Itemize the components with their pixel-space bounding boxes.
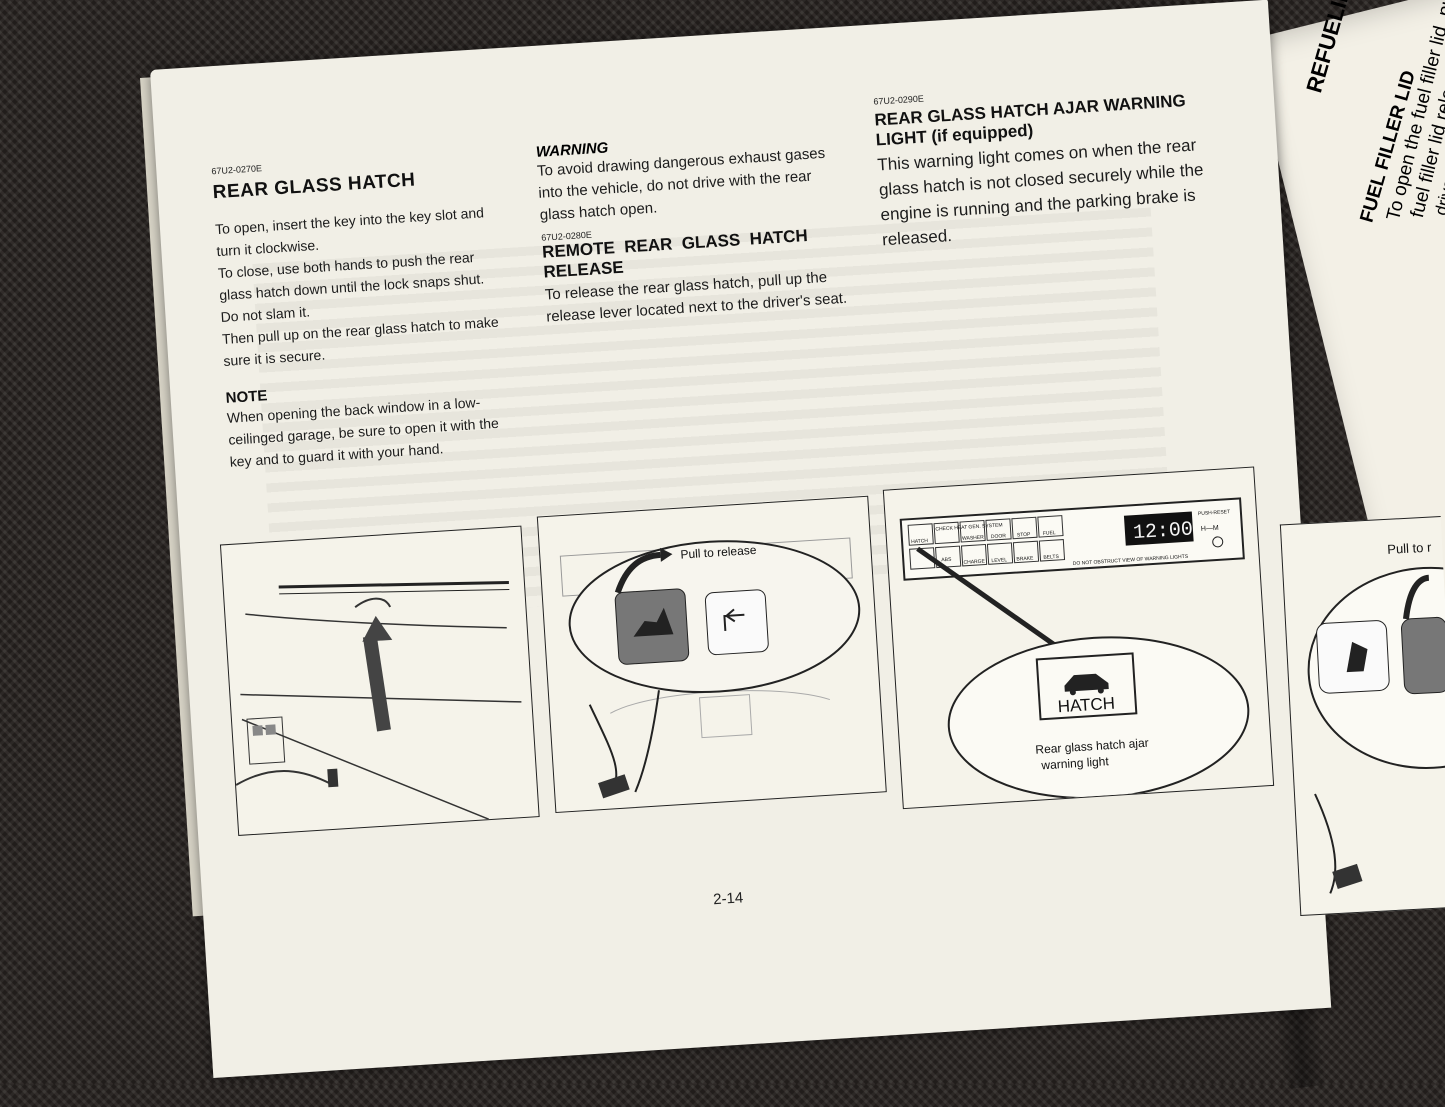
middle-column: WARNING To avoid drawing dangerous exhau… (535, 124, 866, 329)
left-column: 67U2-0270E REAR GLASS HATCH To open, ins… (211, 148, 530, 473)
body-text: To open, insert the key into the key slo… (214, 199, 523, 372)
release-lever-illustration: Pull to release (559, 537, 861, 799)
body-text: This warning light comes on when the rea… (877, 129, 1253, 252)
push-reset-label: PUSH-RESET (1198, 509, 1231, 517)
panel-label: BELTS (1043, 554, 1059, 561)
hatch-warning-label: HATCH (1057, 694, 1115, 717)
fuel-lid-illustration (1307, 566, 1445, 894)
panel-label: ABS (941, 557, 952, 564)
panel-label: WASHER (962, 535, 984, 542)
panel-label: BRAKE (1016, 555, 1034, 562)
panel-label: CHECK HEAT GEN. SYSTEM (935, 522, 1003, 532)
next-page-section: REFUELING (1301, 0, 1361, 96)
release-callout: Pull to release (680, 543, 757, 562)
manual-page: 67U2-0270E REAR GLASS HATCH To open, ins… (150, 0, 1332, 1079)
warning-panel-illustration: HATCH CHECK HEAT GEN. SYSTEM WASHER DOOR… (899, 497, 1250, 800)
panel-label: STOP (1017, 532, 1032, 539)
figure-rear-glass-hatch (219, 525, 540, 836)
panel-label: FUEL (1043, 530, 1056, 537)
hatch-opening-illustration (235, 580, 522, 820)
figure-warning-light: HATCH CHECK HEAT GEN. SYSTEM WASHER DOOR… (882, 466, 1275, 810)
caption-line-2: warning light (1040, 754, 1110, 772)
panel-label: HATCH (911, 538, 929, 545)
clock-display: 12:00 (1132, 518, 1193, 545)
right-column: 67U2-0290E REAR GLASS HATCH AJAR WARNING… (873, 73, 1252, 252)
page-number: 2-14 (712, 889, 744, 909)
figure-remote-release: Pull to release (536, 495, 887, 814)
panel-label: DOOR (991, 533, 1007, 540)
next-page-figure-callout: Pull to r (1386, 539, 1432, 557)
panel-label: CHARGE (963, 559, 985, 566)
hm-label: H—M (1201, 525, 1219, 533)
next-page-figure: Pull to r (1279, 516, 1445, 916)
panel-label: LEVEL (991, 557, 1007, 564)
